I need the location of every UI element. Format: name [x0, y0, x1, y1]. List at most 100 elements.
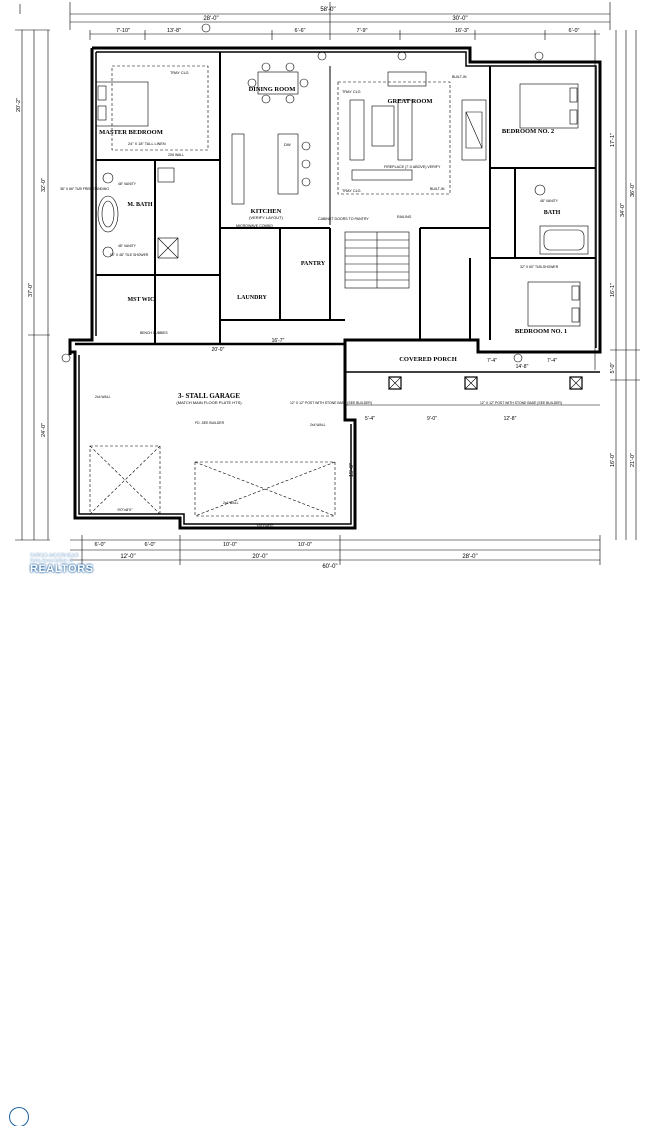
dim-h4: 12'-8" [504, 416, 517, 422]
great-room-tray-note: TRAY CLG [342, 90, 361, 94]
dim-top-e: 16'-3" [455, 28, 469, 34]
dim-bottom-j: 6'-0" [95, 542, 106, 548]
dim-vertical-4: 24'-0" [41, 423, 47, 437]
great-room-tray-ceiling [337, 81, 451, 195]
tile-shower-note: 60" X 48" TILE SHOWER [110, 253, 149, 257]
dimension-lines [15, 2, 640, 565]
dim-bottom-h: 20'-0" [252, 554, 267, 560]
dim-top-d: 7'-9" [357, 28, 368, 34]
logo-line2: Area Association of [30, 558, 73, 564]
master-bedroom-label: MASTER BEDROOM [99, 129, 163, 136]
railing-note: RAILING [397, 215, 412, 219]
garage-door-1-size: 9'0"x8'0" [117, 507, 133, 512]
master-bed [95, 81, 149, 127]
dim-h6: 5'-4" [365, 416, 375, 422]
dim-vertical-9: 21'-0" [630, 453, 636, 467]
dim-top-left: 28'-0" [203, 16, 218, 22]
dishwasher-label: DW [284, 142, 291, 147]
mst-wic-label: MST WIC [128, 297, 155, 303]
cabinet-doors-note: CABINET DOORS TO PANTRY [318, 217, 369, 221]
dim-bottom-m: 10'-0" [298, 542, 312, 548]
wall-2x6-note: 2X6 WALL [168, 153, 184, 157]
bedroom-2-label: BEDROOM NO. 2 [502, 128, 554, 135]
dim-vertical-7: 36'-0" [630, 183, 636, 197]
tub-shower-note: 32" X 60" TUB-SHOWER [520, 265, 559, 269]
logo-line1: FARGO-MOORHEAD [30, 553, 79, 559]
dim-top-right: 30'-0" [452, 16, 467, 22]
master-tray-note: TRAY CLG [170, 71, 189, 75]
tall-linen-note: 24" X 18" TALL LINEN [128, 142, 166, 146]
exterior-walls [68, 46, 602, 530]
stairs [344, 231, 410, 289]
dim-vertical-6: 34'-0" [620, 203, 626, 217]
dining-room-label: DINING ROOM [249, 86, 296, 93]
dim-bottom-l: 10'-0" [223, 542, 237, 548]
wall-2x4-note-1: 2x4 WALL [95, 395, 111, 399]
floor-plan: MASTER BEDROOM DINING ROOM GREAT ROOM BE… [15, 2, 640, 570]
great-room-label: GREAT ROOM [387, 98, 432, 105]
dim-bottom-g: 12'-0" [120, 554, 135, 560]
garage-label: 3- STALL GARAGE [178, 392, 240, 400]
pantry-label: PANTRY [301, 261, 326, 267]
dim-vertical-8: 16'-1" [610, 283, 616, 297]
fireplace-note: FIREPLACE (7'-0 ABOVE) VERIFY [384, 165, 441, 169]
garage-door-2-size: 16'0"x8'0" [256, 523, 274, 528]
great-room-furniture [349, 71, 427, 181]
dim-h2: 20'-0" [212, 347, 225, 353]
dim-bottom-i: 28'-0" [462, 554, 477, 560]
bedroom2-bed [519, 83, 579, 129]
logo-main-text: REALTORS [30, 563, 94, 575]
built-in-note-2: BUILT-IN [430, 187, 445, 191]
interior-walls [96, 52, 596, 345]
bench-cubbies-note: BENCH CUBBIES [140, 331, 168, 335]
bedroom-1-label: BEDROOM NO. 1 [515, 328, 567, 335]
dim-vertical-1: 20'-2" [16, 98, 22, 112]
dim-h7: 7'-4" [487, 358, 497, 364]
dim-vertical-3: 37'-0" [28, 283, 34, 297]
vanity-bath-note: 48" VANITY [540, 199, 559, 203]
dim-vertical-12: 15'-0" [349, 463, 355, 477]
dim-overall-bottom: 60'-0" [322, 564, 337, 570]
dim-vertical-5: 17'-1" [610, 133, 616, 147]
kitchen-label: KITCHEN [251, 208, 282, 215]
garage-note: (MATCH MAIN FLOOR PLATE HTS) [176, 400, 242, 405]
bath2-fixtures [534, 184, 589, 255]
laundry-label: LAUNDRY [237, 295, 267, 301]
dim-top-c: 6'-6" [295, 28, 306, 34]
covered-porch-label: COVERED PORCH [399, 356, 457, 363]
post-stone-note-left: 12" X 12" POST WITH STONE BASE (SEE BUIL… [290, 401, 372, 405]
dining-table [247, 62, 309, 104]
dim-overall-top: 58'-0" [320, 7, 335, 13]
dim-h3: 14'-8" [516, 364, 529, 370]
master-tray-ceiling [111, 65, 209, 151]
grid-bubbles [61, 23, 544, 363]
post-stone-note-right: 12" X 12" POST WITH STONE BASE (SEE BUIL… [480, 401, 562, 405]
bath-label: BATH [544, 210, 561, 216]
dim-top-a: 7'-10" [116, 28, 130, 34]
dim-h1: 16'-7" [272, 338, 285, 344]
dim-vertical-10: 16'-0" [610, 453, 616, 467]
microwave-note: MICROWAVE COMBO [236, 224, 273, 228]
vanity-note-a: 48" VANITY [118, 182, 137, 186]
dim-bottom-k: 6'-0" [145, 542, 156, 548]
tub-note: 36" X 66" TUB FREESTANDING [60, 187, 109, 191]
master-bath-fixtures [97, 167, 179, 259]
bedroom1-bed [527, 281, 581, 327]
wall-2x4-note-3: 2x4 WALL [223, 501, 239, 505]
dim-top-f: 6'-0" [569, 28, 580, 34]
dim-top-b: 13'-8" [167, 28, 181, 34]
dim-h5: 9'-0" [427, 416, 437, 422]
kitchen-island [231, 133, 311, 205]
dim-vertical-11: 5'-0" [610, 362, 616, 373]
built-in-note-1: BUILT-IN [452, 75, 467, 79]
kitchen-note: (VERIFY LAYOUT) [249, 215, 284, 220]
vanity-note-b: 48" VANITY [118, 244, 137, 248]
garage-doors [89, 445, 336, 517]
floor-drain-note: FD -SEE BUILDER [195, 421, 225, 425]
dim-vertical-2: 32'-0" [41, 178, 47, 192]
dim-h8: 7'-4" [547, 358, 557, 364]
realtor-r-icon [10, 1108, 28, 1126]
fireplace [461, 99, 487, 161]
great-room-tray-note-2: TRAY CLG [342, 189, 361, 193]
wall-2x4-note-2: 2x4 WALL [310, 423, 326, 427]
